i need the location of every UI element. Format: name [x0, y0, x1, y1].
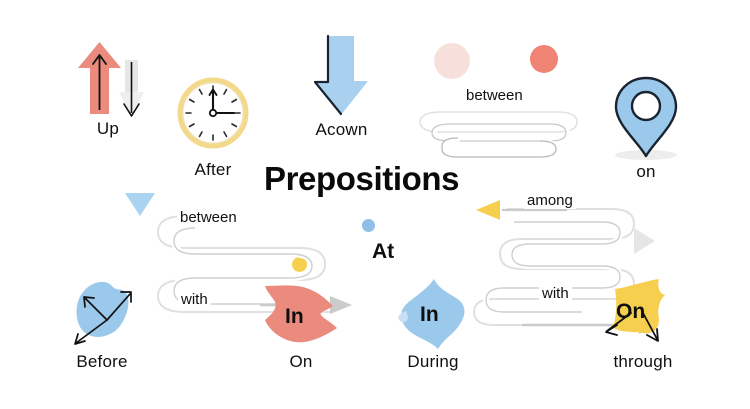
yellow-blob-icon	[603, 277, 683, 349]
salmon-circle	[530, 45, 558, 73]
path-label-between-top: between	[463, 87, 526, 104]
up-down-arrows-icon	[62, 36, 154, 128]
path-between-top	[412, 84, 582, 161]
blue-dot	[362, 219, 375, 232]
path-label-with-left: with	[178, 291, 211, 308]
clock-icon	[177, 77, 249, 149]
page-title: Prepositions	[264, 160, 460, 197]
blue-blob-arrows-icon	[62, 277, 144, 349]
blue-blob-icon	[396, 277, 470, 353]
pale-pink-circle	[434, 43, 470, 79]
yellow-dot	[292, 257, 307, 272]
yellow-arrowhead-left-icon	[476, 200, 500, 220]
caption-before: Before	[76, 352, 128, 371]
caption-on-pin: on	[636, 162, 656, 181]
inner-text-through: On	[616, 300, 646, 323]
down-arrow-icon	[310, 33, 372, 119]
caption-up: Up	[96, 119, 120, 138]
caption-through: through	[613, 352, 673, 371]
caption-after: After	[194, 160, 232, 179]
caption-at: At	[372, 240, 395, 263]
caption-during: During	[407, 352, 459, 371]
inner-text-on-red: In	[285, 305, 304, 328]
inner-text-during: In	[420, 303, 439, 326]
gray-triangle-right-icon	[634, 228, 655, 254]
caption-acown: Acown	[315, 120, 368, 139]
caption-on-red: On	[289, 352, 313, 371]
path-label-with-right: with	[539, 285, 572, 302]
red-arrow-blob-icon	[263, 284, 339, 346]
path-label-between-left: between	[177, 209, 240, 226]
blue-triangle-down-icon	[125, 193, 155, 216]
path-label-among: among	[524, 192, 576, 209]
